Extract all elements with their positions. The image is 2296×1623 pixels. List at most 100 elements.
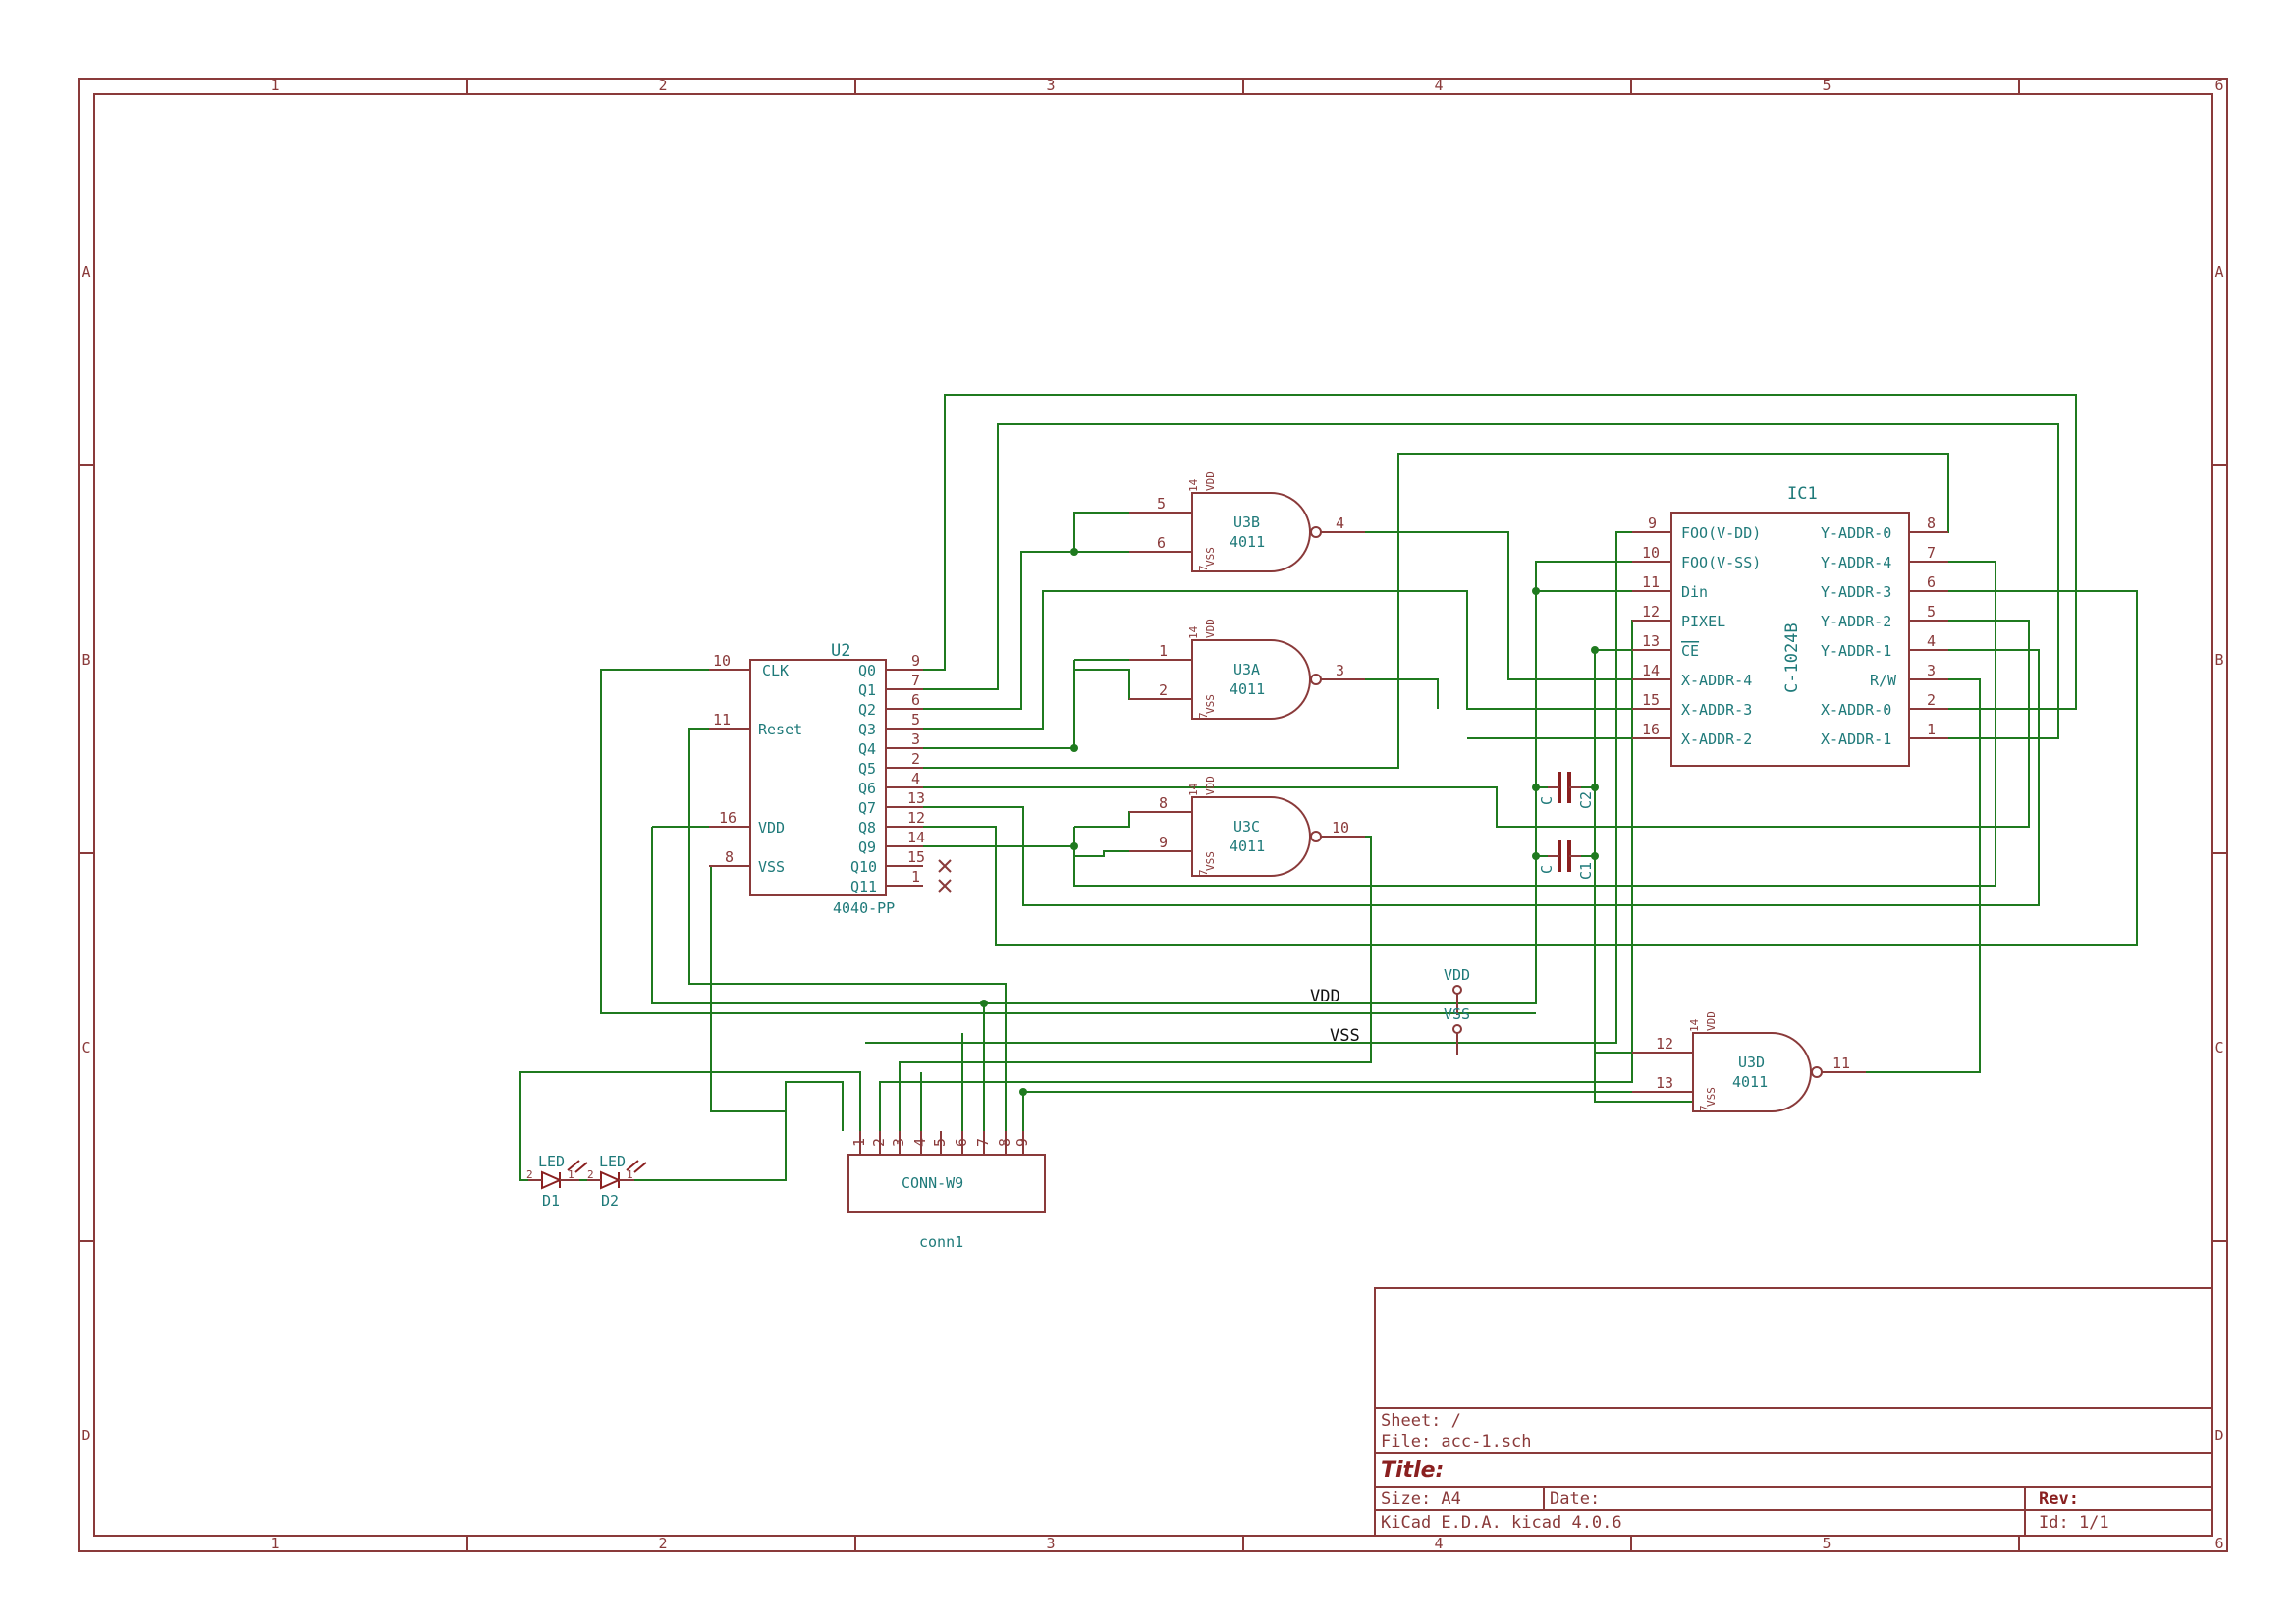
power-pin: VSS [1705, 1087, 1718, 1107]
net-label-vdd: VDD [1310, 987, 1340, 1006]
power-label: VSS [1444, 1005, 1470, 1023]
pin-name: R/W [1870, 672, 1897, 689]
pin-number: 14 [1688, 1018, 1701, 1032]
d2-led[interactable]: 2 1 LED D2 [587, 1153, 647, 1210]
power-pin: VDD [1204, 471, 1217, 491]
pin-name: Y-ADDR-2 [1821, 613, 1891, 630]
pin-name: Q1 [858, 681, 876, 699]
pin-number: 6 [953, 1138, 970, 1147]
pin-number: 3 [1336, 662, 1344, 679]
d1-led[interactable]: 2 1 LED D1 [526, 1153, 588, 1210]
pin-number: 7 [974, 1138, 992, 1147]
light-emission-icon [567, 1160, 588, 1173]
row-label: B [2214, 651, 2223, 669]
column-label: 2 [658, 1535, 667, 1552]
column-label: 2 [658, 77, 667, 94]
vss-power-symbol[interactable]: VSS [1444, 1005, 1470, 1055]
pin-number: 13 [1656, 1074, 1673, 1092]
pin-name: Q11 [850, 878, 877, 895]
sheet-id: Id: 1/1 [2039, 1513, 2109, 1533]
gate-ref: U3A [1233, 661, 1260, 678]
pin-number: 12 [1642, 603, 1660, 621]
ic1-value: C-1024B [1782, 622, 1802, 693]
row-label: C [82, 1039, 90, 1056]
pin-number: 8 [1927, 514, 1936, 532]
pin-number: 15 [1642, 691, 1660, 709]
row-label: C [2214, 1039, 2223, 1056]
pin-number: 7 [1197, 712, 1210, 719]
pin-name: FOO(V-SS) [1681, 554, 1761, 571]
gate-value: 4011 [1230, 838, 1265, 855]
size-label: Size: A4 [1381, 1489, 1461, 1509]
pin-number: 2 [911, 750, 920, 768]
led-ref: D1 [542, 1192, 560, 1210]
u2-value: 4040-PP [833, 899, 895, 917]
pin-number: 7 [1698, 1105, 1711, 1111]
row-label: D [2214, 1427, 2223, 1444]
pin-number: 9 [1159, 834, 1168, 851]
gate-ref: U3D [1738, 1054, 1765, 1071]
pin-name: Y-ADDR-3 [1821, 583, 1891, 601]
cap-ref: C1 [1577, 862, 1595, 880]
no-connect-icon [938, 859, 952, 893]
u3c-nand-gate[interactable]: 8 9 10 U3C 4011 14 VDD 7 VSS [1129, 776, 1365, 877]
pin-number: 14 [1187, 478, 1200, 492]
pin-number: 2 [1927, 691, 1936, 709]
pin-number: 14 [1187, 783, 1200, 796]
u3d-nand-gate[interactable]: 12 13 11 U3D 4011 14 VDD 7 VSS [1632, 1011, 1866, 1112]
pin-number: 1 [911, 868, 920, 886]
pin-number: 1 [1927, 721, 1936, 738]
column-label: 1 [270, 77, 279, 94]
pin-name: VSS [758, 858, 785, 876]
pin-name: CLK [762, 662, 789, 679]
connector-value: CONN-W9 [902, 1174, 963, 1192]
pin-name: Q5 [858, 760, 876, 778]
pin-name: Q9 [858, 839, 876, 856]
pin-name: Q2 [858, 701, 876, 719]
pin-number: 2 [1159, 681, 1168, 699]
power-pin: VSS [1204, 694, 1217, 714]
u3a-nand-gate[interactable]: 1 2 3 U3A 4011 14 VDD 7 VSS [1129, 619, 1365, 720]
row-label: B [82, 651, 90, 669]
u2-counter[interactable]: U2 4040-PP 10 CLK 11 Reset 16 VDD 8 VSS … [709, 641, 952, 917]
u3b-nand-gate[interactable]: 5 6 4 U3B 4011 14 VDD 7 VSS [1129, 471, 1365, 572]
pin-number: 7 [1197, 869, 1210, 876]
column-label: 5 [1822, 1535, 1831, 1552]
pin-number: 11 [1642, 573, 1660, 591]
pin-name: Y-ADDR-0 [1821, 524, 1891, 542]
file-name: File: acc-1.sch [1381, 1433, 1532, 1452]
pin-name: Q3 [858, 721, 876, 738]
light-emission-icon [626, 1160, 647, 1173]
ic1-right-pins: 8Y-ADDR-0 7Y-ADDR-4 6Y-ADDR-3 5Y-ADDR-2 … [1821, 514, 1948, 748]
pin-number: 15 [907, 848, 925, 866]
c1-capacitor[interactable]: C C1 [1538, 840, 1595, 880]
pin-number: 16 [719, 809, 737, 827]
pin-number: 1 [627, 1168, 633, 1181]
power-pin: VDD [1204, 619, 1217, 638]
pin-number: 13 [907, 789, 925, 807]
column-label: 6 [2214, 77, 2223, 94]
power-pin: VSS [1204, 851, 1217, 871]
pin-name: FOO(V-DD) [1681, 524, 1761, 542]
conn1-connector[interactable]: CONN-W9 conn1 1 2 3 4 5 6 7 8 9 [847, 1131, 1046, 1251]
sheet-name: Sheet: / [1381, 1411, 1461, 1431]
pin-number: 6 [1157, 534, 1166, 552]
pin-number: 12 [1656, 1035, 1673, 1053]
pin-number: 10 [1642, 544, 1660, 562]
junctions [980, 548, 1599, 1096]
pin-number: 11 [1832, 1055, 1850, 1072]
tool-version: KiCad E.D.A. kicad 4.0.6 [1381, 1513, 1622, 1533]
pin-number: 7 [911, 672, 920, 689]
vdd-power-symbol[interactable]: VDD [1444, 966, 1470, 1015]
pin-number: 2 [526, 1168, 533, 1181]
pin-number: 1 [568, 1168, 574, 1181]
c2-capacitor[interactable]: C C2 [1538, 772, 1595, 809]
pin-number: 7 [1197, 565, 1210, 571]
connector-ref: conn1 [919, 1233, 963, 1251]
pin-name: CE [1681, 642, 1699, 660]
pin-number: 8 [1159, 794, 1168, 812]
pin-number: 5 [1157, 495, 1166, 513]
